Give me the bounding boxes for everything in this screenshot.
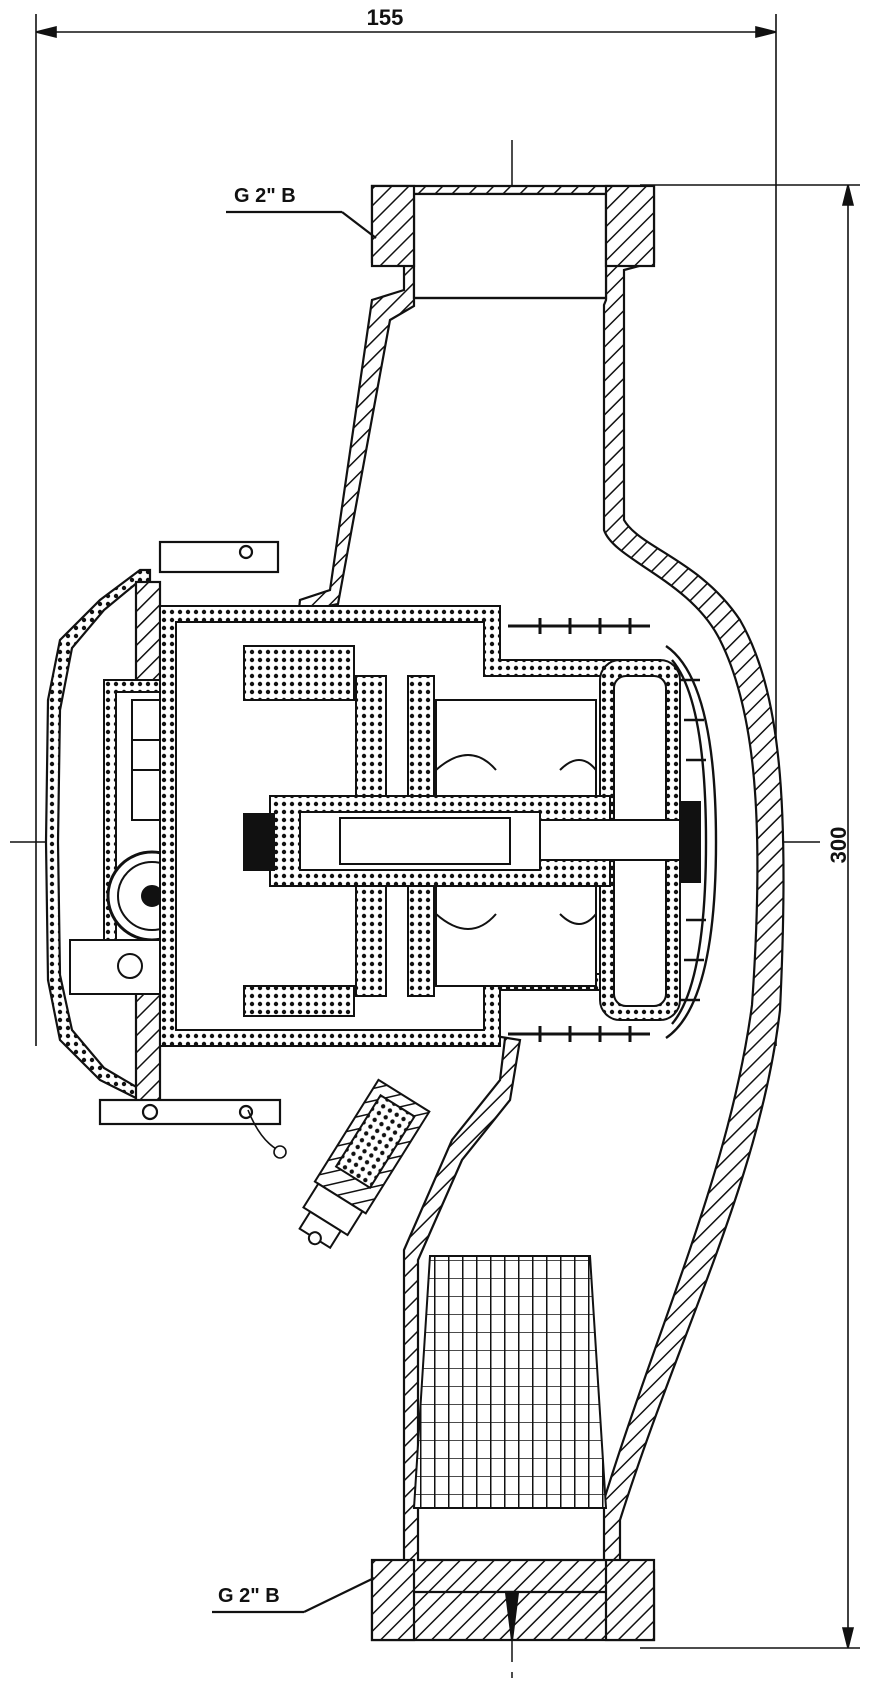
- height-dimension: [640, 184, 860, 1649]
- bottom-thread-callout: G 2" B: [218, 1585, 280, 1607]
- top-thread-flange: [370, 184, 656, 268]
- top-thread-callout-leader: [226, 210, 377, 239]
- height-dimension-label: 300: [826, 827, 851, 864]
- central-shaft: [243, 795, 701, 887]
- width-dimension-label: 155: [367, 5, 404, 30]
- inlet-strainer: [412, 1255, 608, 1509]
- bottom-thread-callout-leader: [212, 1577, 375, 1614]
- seal-wire: [247, 1109, 287, 1159]
- bottom-thread-flange: [370, 1558, 656, 1642]
- flow-guide-slats: [508, 618, 650, 1042]
- impeller-ring: [665, 645, 718, 1039]
- regulating-screw-assembly: [298, 1078, 431, 1250]
- top-thread-callout: G 2" B: [234, 185, 296, 207]
